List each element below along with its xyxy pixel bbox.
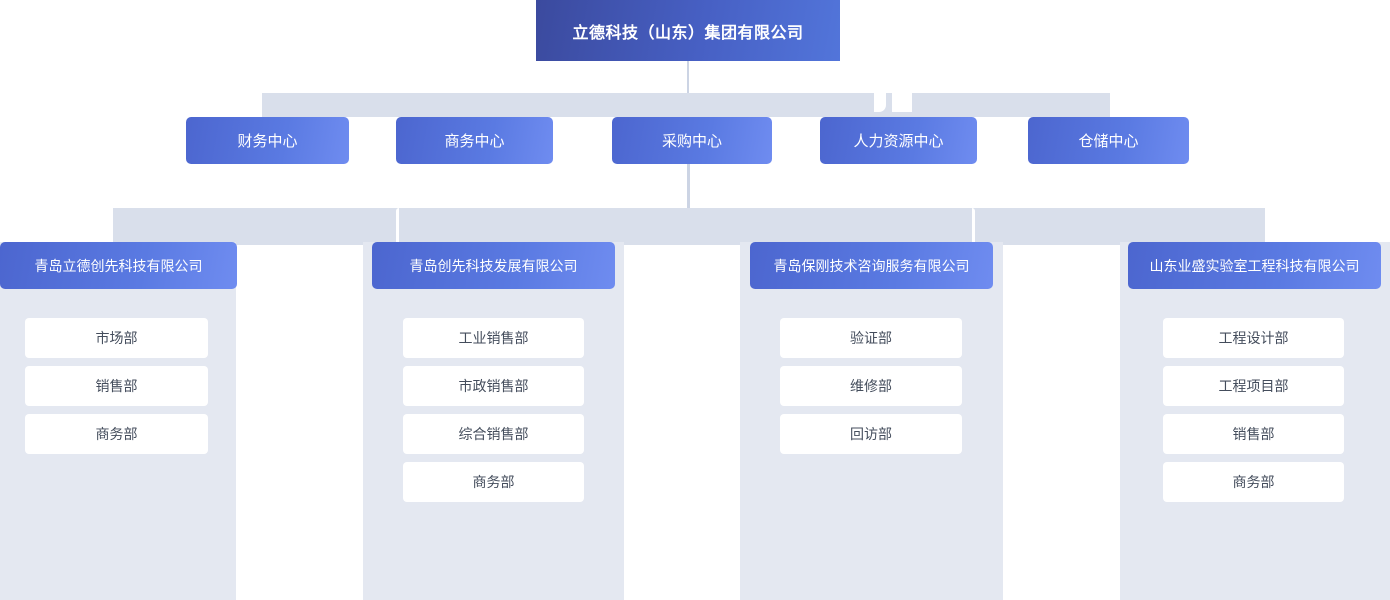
department-list: 验证部维修部回访部 (780, 318, 962, 462)
department-list: 工业销售部市政销售部综合销售部商务部 (403, 318, 584, 510)
company-node[interactable]: 青岛立德创先科技有限公司 (0, 242, 237, 289)
level2-connector-notch-right (892, 93, 912, 112)
level2-connector-band (262, 93, 1110, 117)
department-node[interactable]: 市场部 (25, 318, 208, 358)
center-node[interactable]: 人力资源中心 (820, 117, 977, 164)
department-node[interactable]: 商务部 (25, 414, 208, 454)
department-node[interactable]: 维修部 (780, 366, 962, 406)
level3-band-separator-2 (972, 208, 975, 245)
department-node[interactable]: 工程项目部 (1163, 366, 1344, 406)
company-node[interactable]: 青岛保刚技术咨询服务有限公司 (750, 242, 993, 289)
center-node[interactable]: 财务中心 (186, 117, 349, 164)
level3-connector-band (113, 208, 1265, 245)
department-node[interactable]: 综合销售部 (403, 414, 584, 454)
department-node[interactable]: 验证部 (780, 318, 962, 358)
department-node[interactable]: 销售部 (25, 366, 208, 406)
level3-band-separator-1 (396, 208, 399, 245)
company-node[interactable]: 山东业盛实验室工程科技有限公司 (1128, 242, 1381, 289)
department-node[interactable]: 商务部 (403, 462, 584, 502)
department-node[interactable]: 市政销售部 (403, 366, 584, 406)
level2-connector-notch-left (874, 93, 886, 112)
root-node-group-company[interactable]: 立德科技（山东）集团有限公司 (536, 0, 840, 61)
department-node[interactable]: 回访部 (780, 414, 962, 454)
department-node[interactable]: 商务部 (1163, 462, 1344, 502)
department-node[interactable]: 工程设计部 (1163, 318, 1344, 358)
center-node[interactable]: 商务中心 (396, 117, 553, 164)
department-list: 工程设计部工程项目部销售部商务部 (1163, 318, 1344, 510)
department-list: 市场部销售部商务部 (25, 318, 208, 462)
level3-connector-stem (687, 164, 690, 210)
center-node[interactable]: 采购中心 (612, 117, 772, 164)
department-node[interactable]: 工业销售部 (403, 318, 584, 358)
root-connector-stem (687, 61, 689, 94)
center-node[interactable]: 仓储中心 (1028, 117, 1189, 164)
department-node[interactable]: 销售部 (1163, 414, 1344, 454)
company-node[interactable]: 青岛创先科技发展有限公司 (372, 242, 615, 289)
